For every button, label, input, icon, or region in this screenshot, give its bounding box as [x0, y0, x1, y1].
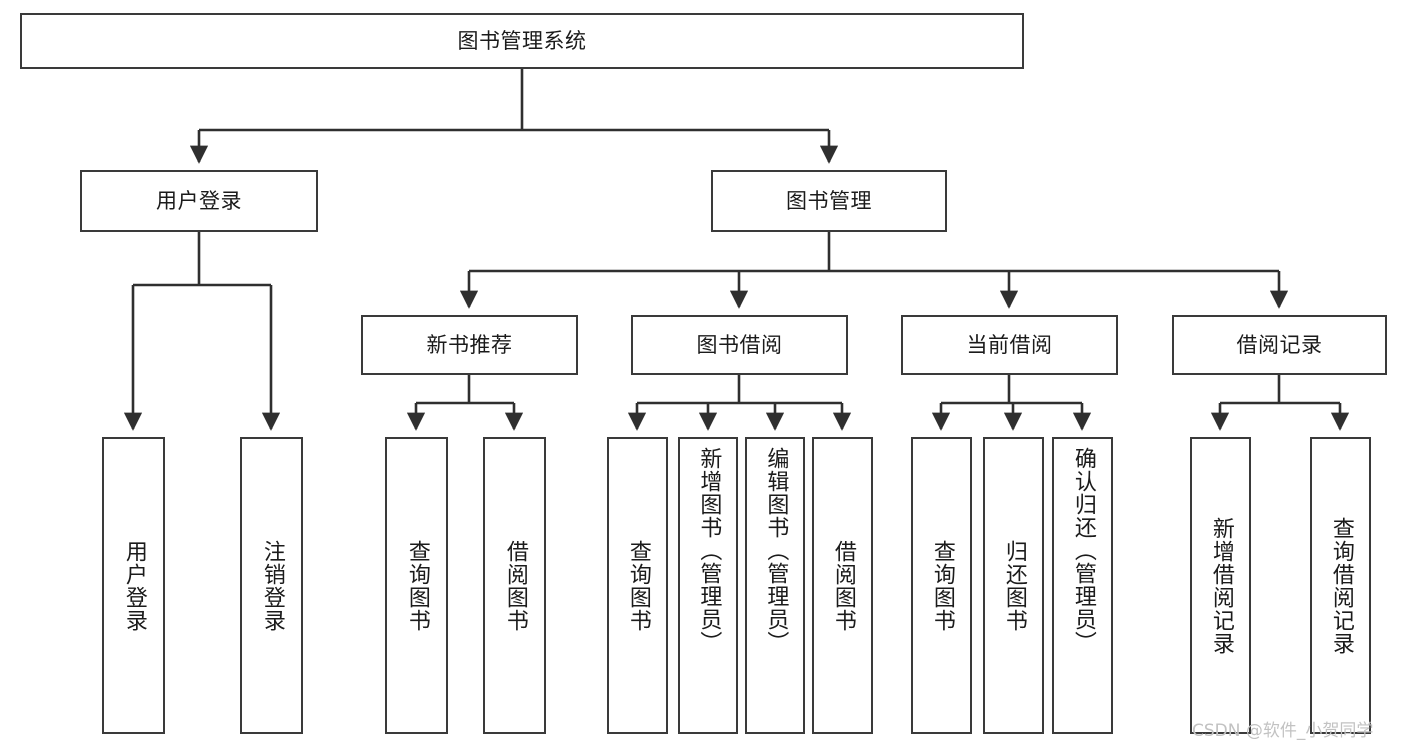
node-root[interactable]: 图书管理系统	[20, 13, 1024, 69]
node-leaf-edit-book-admin-label: 编辑图书（管理员）	[763, 447, 789, 654]
node-root-label: 图书管理系统	[457, 28, 587, 53]
watermark: CSDN @软件_小贺同学	[1192, 721, 1374, 741]
node-user-login-label: 用户登录	[156, 188, 242, 213]
node-leaf-borrow-book-2[interactable]: 借阅图书	[812, 437, 873, 734]
node-leaf-edit-book-admin[interactable]: 编辑图书（管理员）	[745, 437, 805, 734]
node-leaf-return-book-label: 归还图书	[1001, 539, 1027, 632]
node-leaf-query-book-1[interactable]: 查询图书	[385, 437, 448, 734]
node-borrow-records[interactable]: 借阅记录	[1172, 315, 1387, 375]
node-current-borrow-label: 当前借阅	[966, 332, 1053, 357]
node-leaf-add-borrow-record[interactable]: 新增借阅记录	[1190, 437, 1251, 734]
node-leaf-borrow-book-1[interactable]: 借阅图书	[483, 437, 546, 734]
node-leaf-query-book-3[interactable]: 查询图书	[911, 437, 972, 734]
node-book-manage[interactable]: 图书管理	[711, 170, 947, 232]
node-new-book-recommend-label: 新书推荐	[426, 332, 513, 357]
node-leaf-query-borrow-record-label: 查询借阅记录	[1328, 516, 1354, 655]
node-current-borrow[interactable]: 当前借阅	[901, 315, 1118, 375]
node-leaf-add-borrow-record-label: 新增借阅记录	[1208, 516, 1234, 655]
node-leaf-add-book-admin-label: 新增图书（管理员）	[696, 447, 722, 654]
node-leaf-query-book-2-label: 查询图书	[625, 539, 651, 632]
node-user-login[interactable]: 用户登录	[80, 170, 318, 232]
node-leaf-add-book-admin[interactable]: 新增图书（管理员）	[678, 437, 738, 734]
node-leaf-confirm-return-admin-label: 确认归还（管理员）	[1070, 447, 1096, 654]
node-leaf-logout-label: 注销登录	[259, 539, 285, 632]
node-book-borrow[interactable]: 图书借阅	[631, 315, 848, 375]
node-leaf-return-book[interactable]: 归还图书	[983, 437, 1044, 734]
node-leaf-logout[interactable]: 注销登录	[240, 437, 303, 734]
node-leaf-user-login-label: 用户登录	[121, 539, 147, 632]
node-leaf-query-book-1-label: 查询图书	[404, 539, 430, 632]
node-leaf-query-borrow-record[interactable]: 查询借阅记录	[1310, 437, 1371, 734]
node-leaf-query-book-2[interactable]: 查询图书	[607, 437, 668, 734]
node-new-book-recommend[interactable]: 新书推荐	[361, 315, 578, 375]
node-leaf-confirm-return-admin[interactable]: 确认归还（管理员）	[1052, 437, 1113, 734]
node-leaf-borrow-book-1-label: 借阅图书	[502, 539, 528, 632]
node-book-borrow-label: 图书借阅	[696, 332, 783, 357]
node-book-manage-label: 图书管理	[786, 188, 872, 213]
node-borrow-records-label: 借阅记录	[1236, 332, 1323, 357]
node-leaf-query-book-3-label: 查询图书	[929, 539, 955, 632]
node-leaf-borrow-book-2-label: 借阅图书	[830, 539, 856, 632]
node-leaf-user-login[interactable]: 用户登录	[102, 437, 165, 734]
